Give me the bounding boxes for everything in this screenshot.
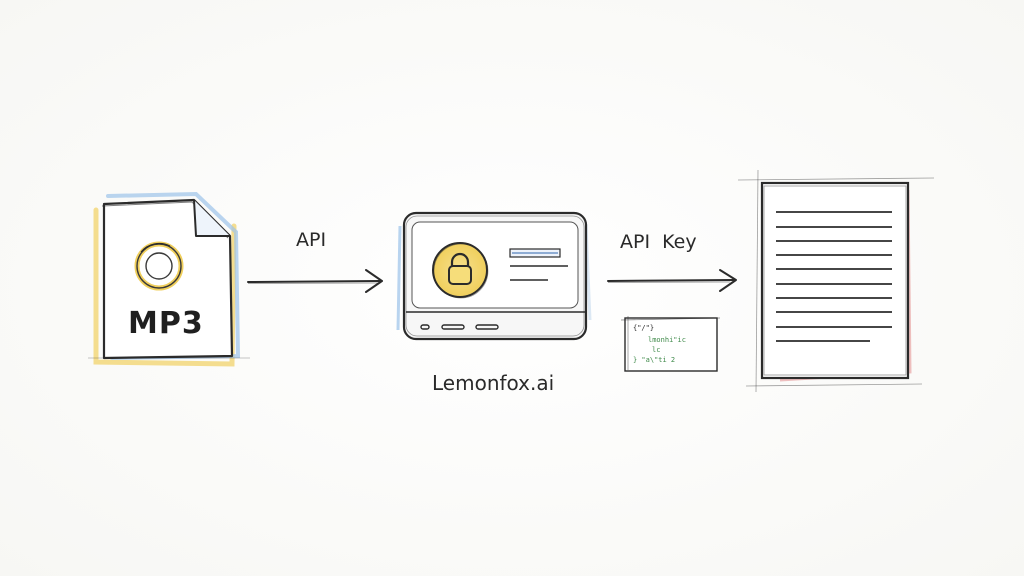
code-line: lmonhi"ic bbox=[648, 336, 686, 344]
edge-label-api: API bbox=[296, 229, 327, 251]
text-document-icon bbox=[737, 169, 935, 393]
source-file-label: MP3 bbox=[128, 306, 204, 341]
code-line: lc bbox=[652, 346, 661, 354]
audio-file-icon bbox=[88, 191, 250, 367]
code-snippet-icon bbox=[620, 316, 721, 372]
lock-icon bbox=[432, 242, 489, 299]
code-line: {"/"} bbox=[633, 324, 655, 332]
server-device-icon bbox=[396, 211, 592, 341]
edge-label-api-key: API Key bbox=[620, 231, 697, 253]
service-label: Lemonfox.ai bbox=[432, 371, 555, 395]
arrow-file-to-service bbox=[247, 269, 383, 293]
arrow-service-to-document bbox=[607, 269, 737, 292]
code-line: } "a\"ti 2 bbox=[633, 356, 676, 364]
